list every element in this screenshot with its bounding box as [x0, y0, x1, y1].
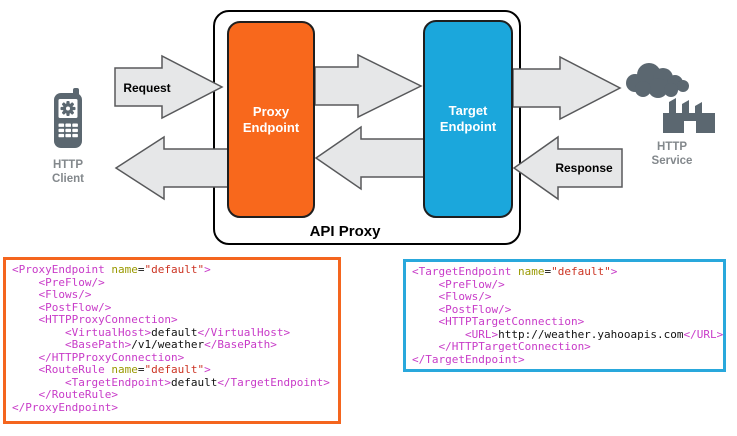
target-endpoint-code-block: <TargetEndpoint name="default"> <PreFlow… [403, 259, 726, 372]
http-service-label-line1: HTTP [656, 141, 688, 153]
proxy-endpoint-label-line1: Proxy [252, 103, 290, 119]
response-arrow [512, 135, 623, 201]
target-to-proxy-return-arrow [314, 125, 425, 191]
http-client-label-line2: Client [52, 173, 84, 185]
target-endpoint-box: Target Endpoint [423, 20, 513, 218]
flow-arrows [114, 53, 623, 201]
proxy-to-target-arrow [314, 53, 423, 119]
http-service-label-line2: Service [651, 155, 693, 167]
http-service: HTTP Service [622, 62, 722, 168]
proxy-endpoint-code-block: <ProxyEndpoint name="default"> <PreFlow/… [3, 257, 341, 424]
target-to-service-arrow [512, 55, 622, 121]
response-arrow-label: Response [555, 161, 613, 175]
factory-smoke-icon [625, 63, 715, 133]
proxy-endpoint-box: Proxy Endpoint [227, 21, 315, 218]
target-endpoint-label-line2: Endpoint [439, 119, 497, 134]
target-endpoint-label-line1: Target [448, 103, 488, 118]
proxy-endpoint-label-line2: Endpoint [242, 119, 300, 135]
request-arrow-label: Request [123, 81, 171, 95]
mobile-phone-gear-icon [54, 88, 82, 148]
api-proxy-caption: API Proxy [309, 223, 381, 240]
http-client-label-line1: HTTP [52, 159, 83, 171]
proxy-to-client-return-arrow [114, 135, 229, 201]
http-client: HTTP Client [26, 88, 110, 186]
request-arrow [114, 54, 224, 120]
